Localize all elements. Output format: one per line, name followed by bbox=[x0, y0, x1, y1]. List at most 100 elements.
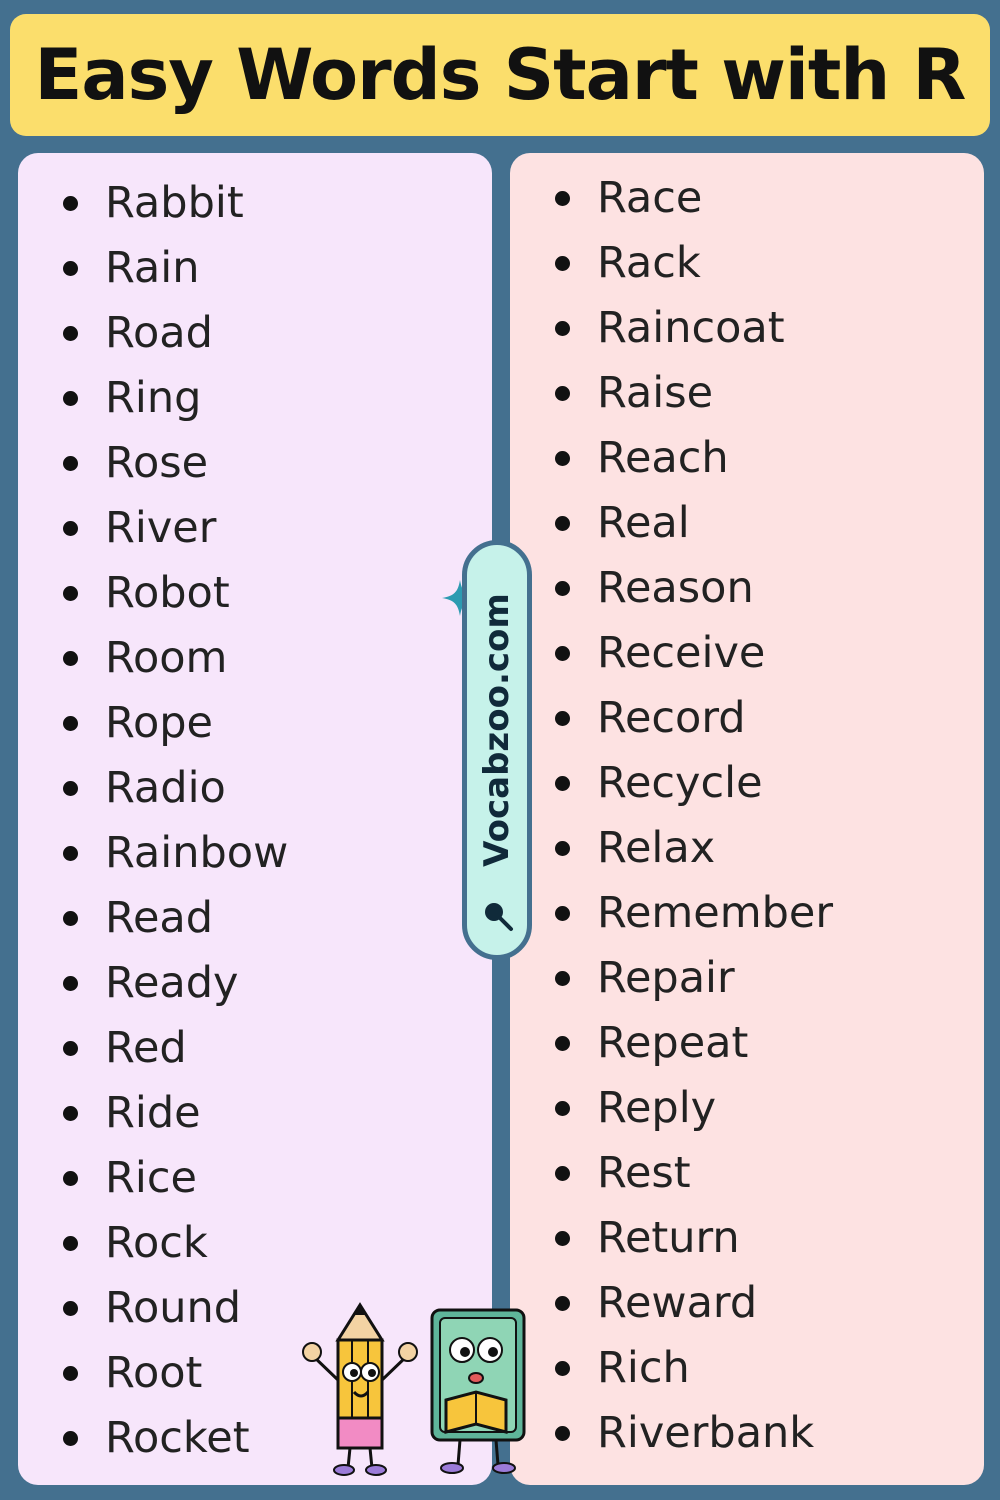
bullet-icon bbox=[63, 781, 78, 796]
word-text: Read bbox=[105, 893, 214, 943]
word-list-item: Rich bbox=[510, 1336, 833, 1401]
word-list-item: Rest bbox=[510, 1141, 833, 1206]
word-text: Rose bbox=[105, 438, 209, 488]
word-text: Reason bbox=[597, 563, 754, 613]
bullet-icon bbox=[63, 1301, 78, 1316]
word-list-item: Ring bbox=[18, 366, 288, 431]
bullet-icon bbox=[63, 911, 78, 926]
bullet-icon bbox=[63, 521, 78, 536]
word-list-item: Reward bbox=[510, 1271, 833, 1336]
word-list-item: Red bbox=[18, 1016, 288, 1081]
word-list-item: Reply bbox=[510, 1076, 833, 1141]
bullet-icon bbox=[63, 1236, 78, 1251]
word-list-item: Remember bbox=[510, 881, 833, 946]
bullet-icon bbox=[555, 321, 570, 336]
word-text: Reply bbox=[597, 1083, 717, 1133]
title-banner: Easy Words Start with R bbox=[10, 14, 990, 136]
word-text: Radio bbox=[105, 763, 226, 813]
word-text: Robot bbox=[105, 568, 230, 618]
word-list-item: Receive bbox=[510, 621, 833, 686]
bullet-icon bbox=[63, 716, 78, 731]
word-list-item: Rose bbox=[18, 431, 288, 496]
word-text: Rock bbox=[105, 1218, 208, 1268]
bullet-icon bbox=[63, 1041, 78, 1056]
word-text: Recycle bbox=[597, 758, 763, 808]
bullet-icon bbox=[555, 386, 570, 401]
word-list-item: Riverbank bbox=[510, 1401, 833, 1466]
bullet-icon bbox=[555, 711, 570, 726]
bullet-icon bbox=[63, 846, 78, 861]
word-text: Rabbit bbox=[105, 178, 244, 228]
word-list-item: Raise bbox=[510, 361, 833, 426]
word-list-item: Rain bbox=[18, 236, 288, 301]
word-list-item: Rocket bbox=[18, 1406, 288, 1471]
word-list-item: Road bbox=[18, 301, 288, 366]
bullet-icon bbox=[555, 971, 570, 986]
bullet-icon bbox=[63, 1366, 78, 1381]
word-list-item: Record bbox=[510, 686, 833, 751]
word-list-item: Radio bbox=[18, 756, 288, 821]
bullet-icon bbox=[555, 1361, 570, 1376]
word-list-item: Ready bbox=[18, 951, 288, 1016]
watermark-badge: Vocabzoo.com bbox=[462, 540, 532, 960]
word-list-item: River bbox=[18, 496, 288, 561]
word-text: Return bbox=[597, 1213, 740, 1263]
word-text: Road bbox=[105, 308, 213, 358]
word-text: Ring bbox=[105, 373, 202, 423]
bullet-icon bbox=[63, 391, 78, 406]
word-list-item: Rack bbox=[510, 231, 833, 296]
word-list-item: Read bbox=[18, 886, 288, 951]
bullet-icon bbox=[63, 651, 78, 666]
word-list-item: Relax bbox=[510, 816, 833, 881]
bullet-icon bbox=[63, 326, 78, 341]
word-text: Real bbox=[597, 498, 690, 548]
word-text: Remember bbox=[597, 888, 834, 938]
word-text: Rope bbox=[105, 698, 214, 748]
word-list-item: Return bbox=[510, 1206, 833, 1271]
word-text: Rice bbox=[105, 1153, 197, 1203]
bullet-icon bbox=[555, 1296, 570, 1311]
magnifier-icon bbox=[485, 903, 513, 931]
word-text: Round bbox=[105, 1283, 242, 1333]
word-list-item: Round bbox=[18, 1276, 288, 1341]
word-list-item: Rope bbox=[18, 691, 288, 756]
word-text: Raincoat bbox=[597, 303, 785, 353]
word-list-item: Root bbox=[18, 1341, 288, 1406]
bullet-icon bbox=[555, 841, 570, 856]
page-title: Easy Words Start with R bbox=[34, 34, 967, 116]
word-text: Raise bbox=[597, 368, 714, 418]
word-list-item: Rabbit bbox=[18, 171, 288, 236]
bullet-icon bbox=[63, 586, 78, 601]
bullet-icon bbox=[555, 1426, 570, 1441]
word-text: River bbox=[105, 503, 217, 553]
word-text: Rest bbox=[597, 1148, 691, 1198]
word-list-item: Reach bbox=[510, 426, 833, 491]
bullet-icon bbox=[555, 1166, 570, 1181]
word-list-item: Rock bbox=[18, 1211, 288, 1276]
bullet-icon bbox=[555, 1101, 570, 1116]
word-list-item: Repair bbox=[510, 946, 833, 1011]
bullet-icon bbox=[555, 1036, 570, 1051]
word-text: Receive bbox=[597, 628, 766, 678]
word-list-item: Recycle bbox=[510, 751, 833, 816]
pencil-mascot bbox=[302, 1302, 418, 1476]
word-list-item: Real bbox=[510, 491, 833, 556]
bullet-icon bbox=[555, 646, 570, 661]
word-text: Reward bbox=[597, 1278, 758, 1328]
word-list-item: Raincoat bbox=[510, 296, 833, 361]
book-mascot bbox=[430, 1308, 526, 1474]
word-text: Repeat bbox=[597, 1018, 749, 1068]
sparkle-icon bbox=[442, 580, 478, 616]
word-text: Ready bbox=[105, 958, 239, 1008]
word-text: Room bbox=[105, 633, 228, 683]
bullet-icon bbox=[63, 196, 78, 211]
word-list-item: Robot bbox=[18, 561, 288, 626]
word-text: Record bbox=[597, 693, 746, 743]
pencil-and-book-mascots-illustration bbox=[302, 1302, 526, 1476]
word-list-item: Rainbow bbox=[18, 821, 288, 886]
bullet-icon bbox=[63, 456, 78, 471]
